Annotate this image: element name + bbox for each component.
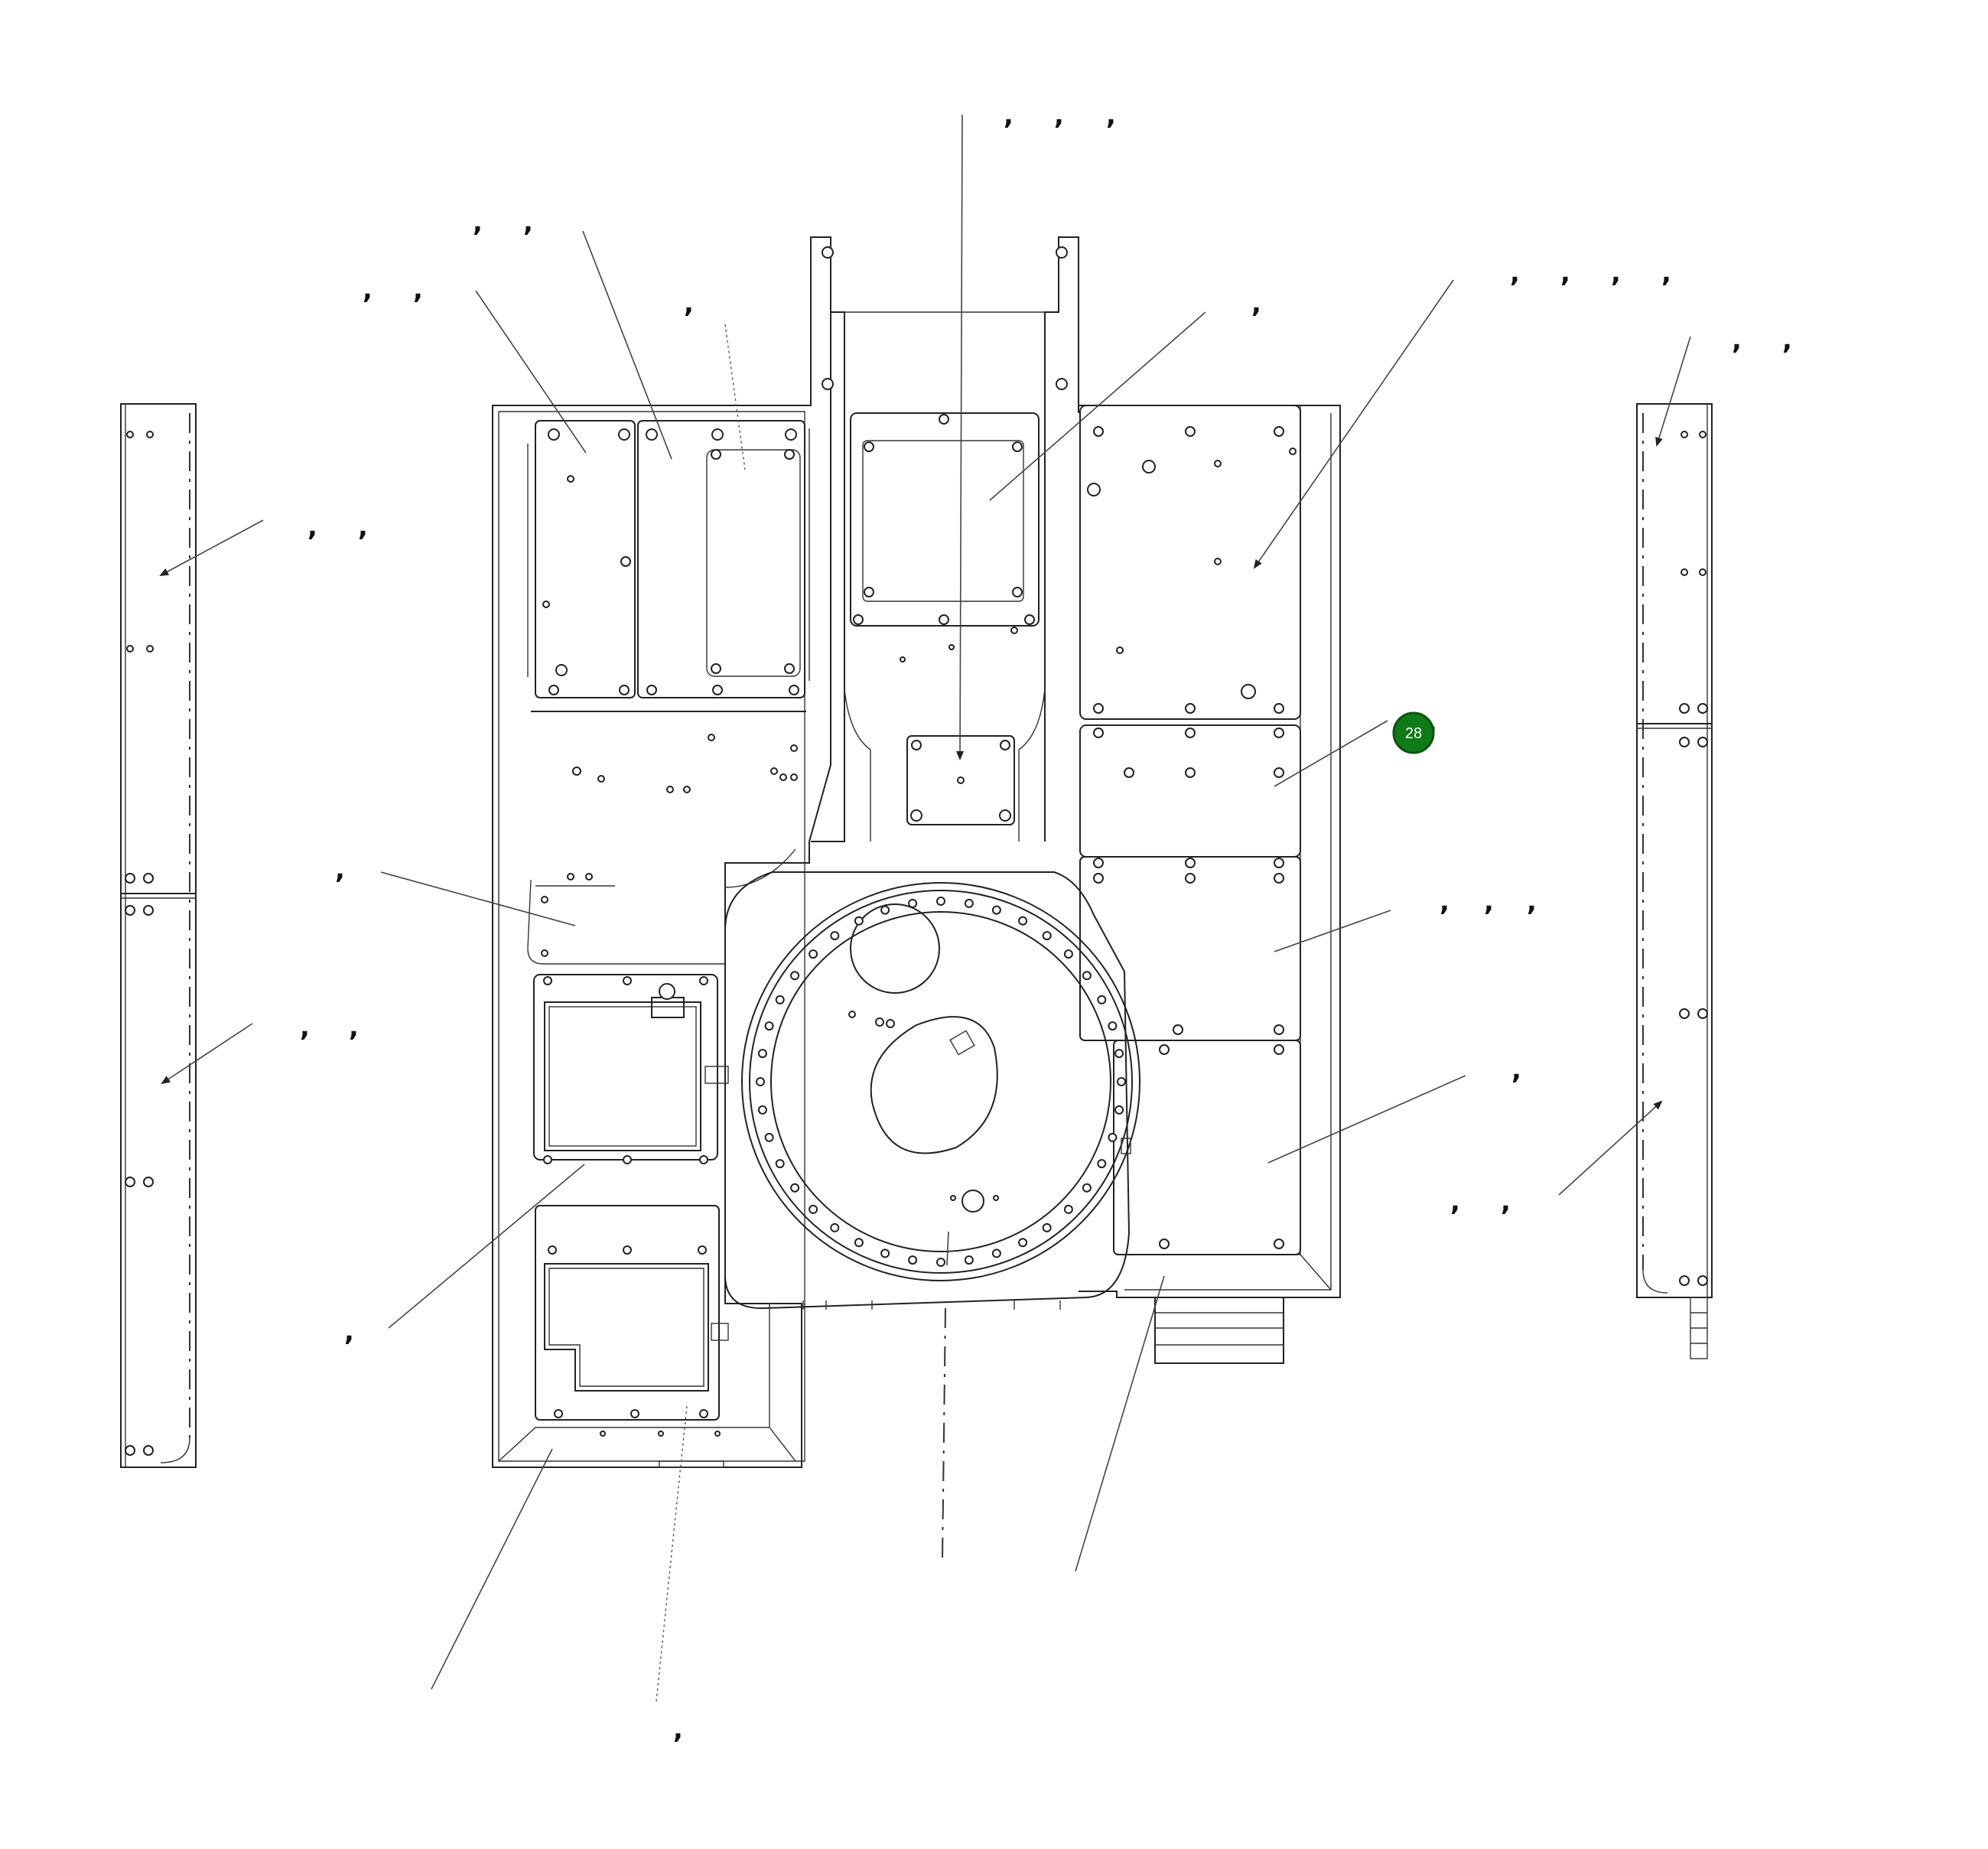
left-side-panel [120,403,197,1468]
bolt-hole [1108,1132,1118,1142]
callout-mark: , [473,207,483,238]
bolt-hole [790,971,800,981]
bolt-hole [1082,1183,1092,1193]
callout-mark: , [1054,100,1064,131]
bolt-hole [1117,1077,1126,1086]
callout-marks: , , , , , , , , , , , , , , , , , , , , … [300,100,1792,1745]
callout-mark: , [673,1714,683,1745]
left-panel-holes [125,431,154,1456]
callout-mark: , [363,275,373,305]
bolt-hole [880,1248,890,1258]
bolt-hole [1042,931,1052,941]
bolt-hole [936,1258,945,1267]
bolt-hole [830,1222,840,1232]
callout-mark: , [1510,258,1520,288]
bolt-hole [809,1204,818,1214]
turntable-bolt-circle [756,897,1126,1267]
bolt-hole [964,1255,974,1265]
right-side-panel [1636,403,1713,1359]
bolt-hole [1108,1021,1118,1031]
callout-mark: , [1782,325,1792,356]
bolt-hole [764,1021,774,1031]
callout-mark: , [344,1317,354,1347]
callout-mark: , [1251,288,1261,319]
main-frame [492,236,1341,1468]
callout-mark: , [523,207,533,238]
callout-mark: , [1440,887,1450,917]
callout-mark: , [1661,258,1671,288]
top-center-plate-holes [853,414,1035,662]
callout-mark: , [413,275,423,305]
bolt-hole [764,1132,774,1142]
bolt-hole [991,1248,1001,1258]
callout-mark: , [1560,258,1570,288]
bolt-hole [991,905,1001,915]
bolt-hole [790,1183,800,1193]
bolt-hole [1097,994,1107,1004]
centre-line [942,1307,946,1561]
right-upper-plate-holes [1087,426,1297,714]
mid-left-panel-holes [541,734,798,957]
callout-mark: , [307,512,317,542]
callout-mark: , [358,512,368,542]
bolt-hole [756,1077,765,1086]
bolt-hole [1063,949,1073,959]
callout-mark: , [1511,1055,1521,1086]
bolt-hole [908,898,918,908]
right-panel-holes [1679,431,1708,1286]
bolt-hole [775,994,785,1004]
bolt-hole [908,1255,918,1265]
callout-mark: , [1106,100,1116,131]
bolt-hole [809,949,818,959]
callout-mark: , [1004,100,1014,131]
callout-mark: , [1527,887,1537,917]
bolt-hole [936,897,945,906]
callout-badge-circle [1392,711,1435,754]
callout-mark: , [1501,1187,1511,1217]
callout-mark: , [1611,258,1621,288]
bolt-hole [1042,1222,1052,1232]
callout-mark: , [300,1012,310,1043]
top-left-plate-holes [542,428,799,695]
bolt-hole [830,931,840,941]
callout-mark: , [1732,325,1742,356]
bolt-hole [880,905,890,915]
bolt-hole [1114,1049,1124,1059]
callout-mark: , [1450,1187,1460,1217]
bolt-hole [775,1159,785,1169]
callout-mark: , [335,855,345,885]
bolt-hole [854,916,864,926]
callout-mark: , [349,1012,359,1043]
bolt-hole [1097,1159,1107,1169]
bolt-hole [757,1049,767,1059]
callout-mark: , [1484,887,1494,917]
callout-mark: , [684,288,694,319]
bolt-hole [757,1105,767,1115]
bolt-hole [964,898,974,908]
bolt-hole [854,1238,864,1248]
bolt-hole [1114,1105,1124,1115]
callout-badge[interactable]: 28 [1392,711,1435,754]
bolt-hole [1018,1238,1028,1248]
bolt-hole [1082,971,1092,981]
bolt-hole [1018,916,1028,926]
callout-badge-label: 28 [1405,725,1422,742]
leader-lines [159,114,1691,1702]
bolt-hole [1063,1204,1073,1214]
